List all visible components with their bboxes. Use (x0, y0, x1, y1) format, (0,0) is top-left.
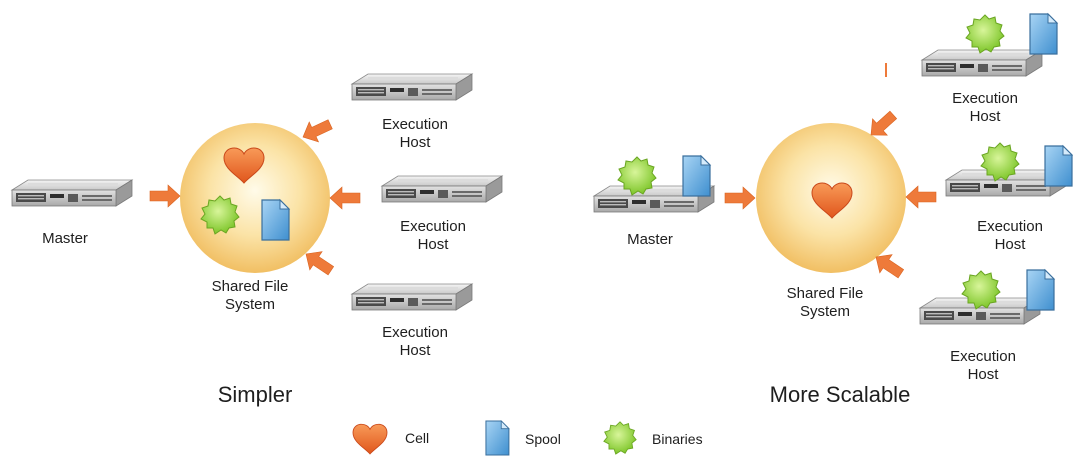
spool-icon (682, 155, 711, 197)
arrow-master-to-fs-left (149, 184, 181, 208)
execution-host-label: Execution Host (952, 90, 1018, 125)
legend-binaries-label: Binaries (652, 431, 703, 447)
execution-host-label: Execution Host (977, 218, 1043, 253)
execution-host-server-icon (921, 49, 1043, 77)
master-label-right: Master (627, 231, 673, 248)
legend-spool-icon (485, 420, 510, 456)
spool-icon (1044, 145, 1073, 187)
execution-host-server-icon (351, 283, 473, 311)
execution-host-label: Execution Host (382, 116, 448, 151)
caption-simpler: Simpler (217, 382, 293, 407)
legend-binaries-icon (603, 421, 637, 455)
legend-cell-label: Cell (405, 430, 430, 446)
arrow-host-to-fs (905, 185, 937, 209)
arrow-master-to-fs-right (724, 186, 756, 210)
spool-icon (261, 199, 290, 241)
legend-cell-icon (352, 423, 388, 455)
execution-host-label: Execution Host (400, 218, 466, 253)
shared-file-system-label-left: Shared File System (211, 278, 289, 313)
execution-host-label: Execution Host (950, 348, 1016, 383)
shared-file-system-circle-left (180, 123, 330, 273)
execution-host-label: Execution Host (382, 324, 448, 359)
tick-mark (885, 63, 887, 77)
master-label-left: Master (42, 230, 88, 247)
legend-spool-label: Spool (525, 431, 561, 447)
spool-icon (1026, 269, 1055, 311)
caption-more-scalable: More Scalable (769, 382, 911, 407)
shared-file-system-label-right: Shared File System (786, 285, 864, 320)
execution-host-server-icon (381, 175, 503, 203)
arrow-host-to-fs (329, 186, 361, 210)
binaries-icon (965, 14, 1005, 54)
execution-host-server-icon (351, 73, 473, 101)
master-server-icon-left (11, 179, 133, 207)
spool-icon (1029, 13, 1058, 55)
